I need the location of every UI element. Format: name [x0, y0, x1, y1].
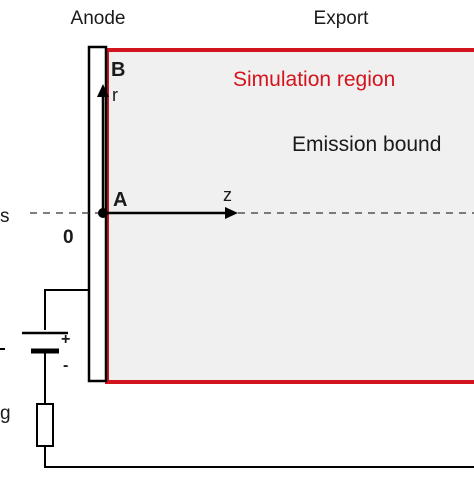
origin-point	[98, 208, 108, 218]
circuit-wire-bottom	[44, 446, 474, 468]
r-axis-arrowhead	[97, 84, 109, 97]
battery-minus-sign: -	[63, 357, 68, 374]
point-b-label: B	[111, 59, 125, 81]
circuit-wire-top	[44, 289, 89, 330]
battery-plus-sign: +	[61, 331, 70, 348]
simulation-region-label: Simulation region	[233, 68, 395, 91]
z-axis-label: z	[223, 185, 232, 205]
simulation-region	[105, 48, 474, 384]
export-label: Export	[314, 8, 370, 29]
left-text-fragment: g	[0, 403, 11, 424]
axis-text-fragment: s	[0, 206, 10, 227]
point-a-label: A	[113, 189, 127, 211]
origin-zero-label: 0	[63, 227, 74, 248]
emission-boundary-label: Emission bound	[292, 133, 441, 156]
r-axis-label: r	[112, 85, 118, 105]
resistor	[36, 403, 54, 447]
z-axis-arrowhead	[225, 207, 238, 219]
anode-label: Anode	[71, 8, 126, 29]
